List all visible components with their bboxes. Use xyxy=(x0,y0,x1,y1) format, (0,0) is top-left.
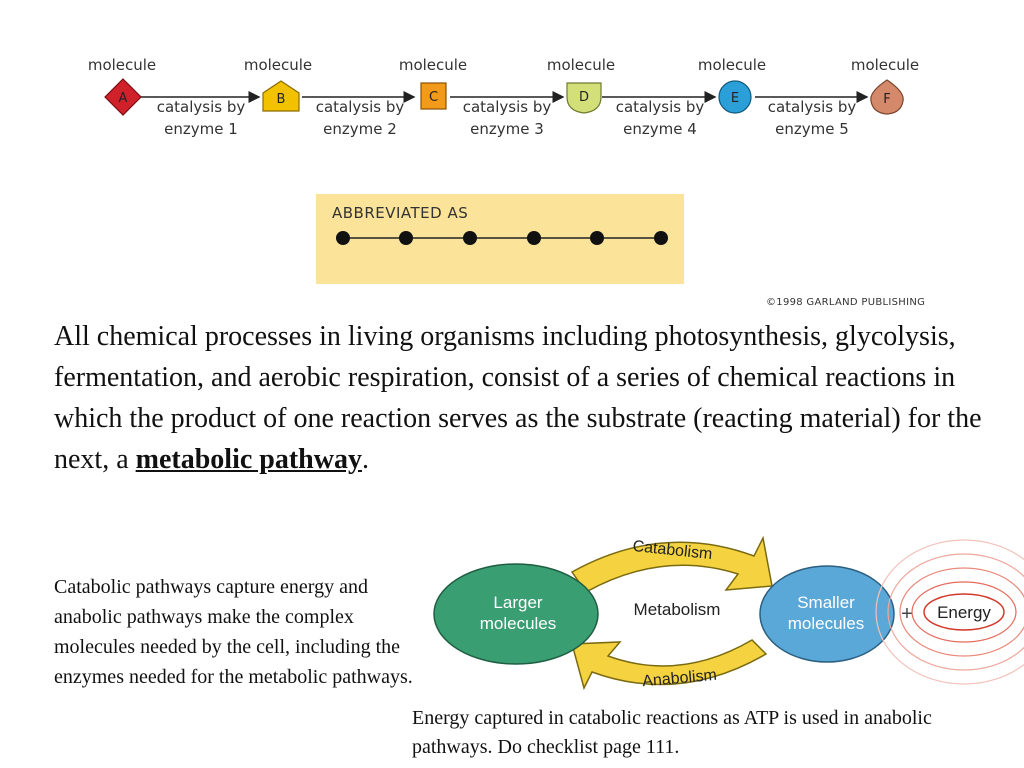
larger-molecules-ellipse xyxy=(433,563,599,665)
svg-text:E: E xyxy=(731,91,739,106)
chain-dot xyxy=(399,231,413,245)
molecule-label-e: molecule xyxy=(697,56,767,74)
svg-text:Anabolism: Anabolism xyxy=(642,667,718,690)
metabolism-label: Metabolism xyxy=(634,600,721,619)
drop-icon: F xyxy=(870,79,904,115)
chain-dot xyxy=(590,231,604,245)
energy-icon: Energy xyxy=(875,539,1024,685)
catabolism-arrow: Catabolism xyxy=(570,535,773,593)
square-icon: C xyxy=(420,82,447,110)
svg-text:C: C xyxy=(429,90,438,105)
smaller-molecules-label: Smaller molecules xyxy=(787,593,865,633)
molecule-label-d: molecule xyxy=(546,56,616,74)
chain-dot xyxy=(527,231,541,245)
svg-text:D: D xyxy=(579,90,589,105)
molecule-label-a: molecule xyxy=(87,56,157,74)
metabolic-pathway-term: metabolic pathway xyxy=(135,444,362,475)
abbreviated-chain xyxy=(336,231,668,245)
pentagon-icon: B xyxy=(262,80,300,112)
plus-sign: + xyxy=(901,603,913,625)
diamond-icon: A xyxy=(104,78,142,116)
svg-text:Energy: Energy xyxy=(937,603,991,622)
svg-text:A: A xyxy=(119,91,128,106)
smaller-molecules-ellipse xyxy=(759,565,895,663)
molecule-label-f: molecule xyxy=(850,56,920,74)
circle-icon: E xyxy=(718,80,752,114)
svg-text:B: B xyxy=(277,92,286,107)
copyright-note: ©1998 GARLAND PUBLISHING xyxy=(766,297,926,308)
chain-dot xyxy=(336,231,350,245)
chain-dot xyxy=(654,231,668,245)
catabolic-anabolic-paragraph: Catabolic pathways capture energy and an… xyxy=(54,576,413,688)
larger-molecules-label: Larger molecules xyxy=(479,593,557,633)
shield-icon: D xyxy=(566,82,602,114)
anabolism-arrow: Anabolism xyxy=(571,639,768,690)
energy-atp-paragraph: Energy captured in catabolic reactions a… xyxy=(412,707,932,758)
metabolism-diagram: Catabolism Anabolism Metabolism + Energy xyxy=(433,535,1024,690)
svg-text:F: F xyxy=(883,92,890,107)
abbreviated-box: ABBREVIATED AS xyxy=(316,194,684,284)
molecule-label-b: molecule xyxy=(243,56,313,74)
molecule-label-c: molecule xyxy=(398,56,468,74)
abbreviated-title: ABBREVIATED AS xyxy=(332,204,469,222)
main-paragraph: All chemical processes in living organis… xyxy=(54,321,982,475)
pathway-shapes: A B C D E F xyxy=(104,78,904,116)
chain-dot xyxy=(463,231,477,245)
